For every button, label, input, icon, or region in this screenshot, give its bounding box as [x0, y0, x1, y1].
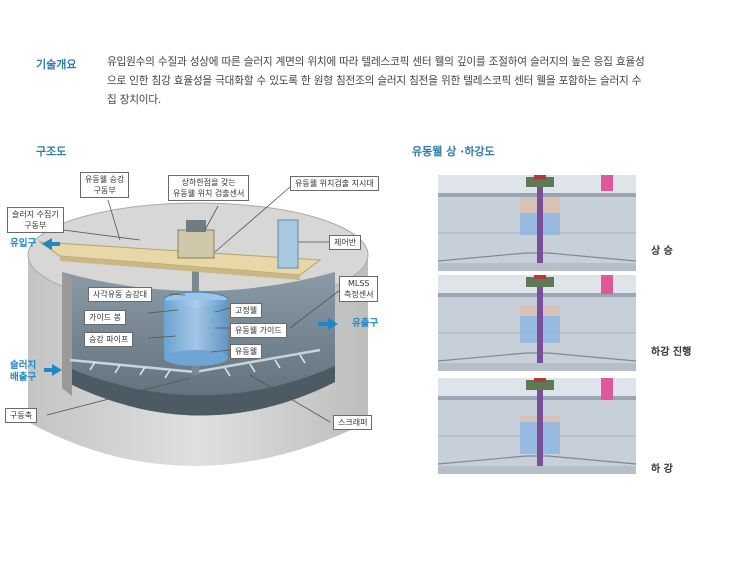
- control-panel-box: [277, 219, 299, 269]
- callout-scraper: 스크래퍼: [333, 415, 373, 430]
- callout-moving-well: 유동웰: [230, 344, 263, 359]
- overview-label: 기술개요: [36, 58, 77, 71]
- overview-text: 유입원수의 수질과 성상에 따른 슬러지 계면의 위치에 따라 텔레스코픽 센터…: [107, 53, 722, 110]
- callout-sludge-collector-drive: 슬러지 수집기 구동부: [7, 207, 64, 233]
- tank-floor: [62, 365, 335, 416]
- callout-position-indicator: 유동웰 위치검출 지시대: [290, 176, 379, 191]
- tank-cut-face: [62, 272, 72, 396]
- callout-square-guide: 사각유동 승강대: [88, 287, 153, 302]
- structure-diagram: [27, 186, 369, 466]
- structure-title: 구조도: [36, 145, 67, 158]
- sludge-outlet-label: 슬러지 배출구: [10, 360, 37, 383]
- overview-line: 유입원수의 수질과 성상에 따른 슬러지 계면의 위치에 따라 텔레스코픽 센터…: [107, 56, 645, 68]
- overview-line: 집 장치이다.: [107, 94, 162, 106]
- motion-title: 유동웰 상 ·하강도: [412, 145, 495, 158]
- state-label-descending: 하강 진행: [651, 347, 692, 358]
- state-label-down: 하 강: [651, 464, 673, 475]
- callout-well-lift-drive: 유동웰 승강 구동부: [80, 172, 130, 198]
- outlet-arrow-icon: [318, 318, 338, 330]
- sludge-outlet-arrow-icon: [44, 364, 62, 376]
- overview-line: 으로 인한 침강 효율성을 극대화할 수 있도록 한 원형 침전조의 슬러지 침…: [107, 75, 642, 87]
- well-position-panel: [438, 175, 636, 271]
- bridge-side: [60, 256, 300, 280]
- well-position-panel: [438, 378, 636, 474]
- well-bottom: [164, 350, 228, 366]
- drive-motor: [186, 220, 206, 232]
- callout-lift-pipe: 승강 파이프: [84, 332, 134, 347]
- callout-position-sensor: 상하한점을 갖는 유동웰 위치 검출센서: [168, 175, 250, 201]
- drive-unit: [177, 229, 215, 259]
- well-body: [164, 300, 228, 358]
- callout-well-guide: 유동웰 가이드: [230, 323, 287, 338]
- callout-control-panel: 제어반: [329, 235, 362, 250]
- outlet-label: 유출구: [352, 318, 379, 329]
- inlet-arrow-icon: [42, 238, 60, 250]
- callout-fixed-well: 고정웰: [230, 303, 263, 318]
- leader-lines: [46, 186, 341, 423]
- well-position-panel: [438, 275, 636, 371]
- callout-drive-shaft: 구동축: [5, 408, 38, 423]
- scraper-blades: [89, 354, 306, 379]
- inlet-label: 유입구: [10, 238, 37, 249]
- state-label-up: 상 승: [651, 246, 673, 257]
- callout-mlss-sensor: MLSS 측정센서: [339, 276, 379, 302]
- callout-guide-rod: 가이드 봉: [84, 310, 126, 325]
